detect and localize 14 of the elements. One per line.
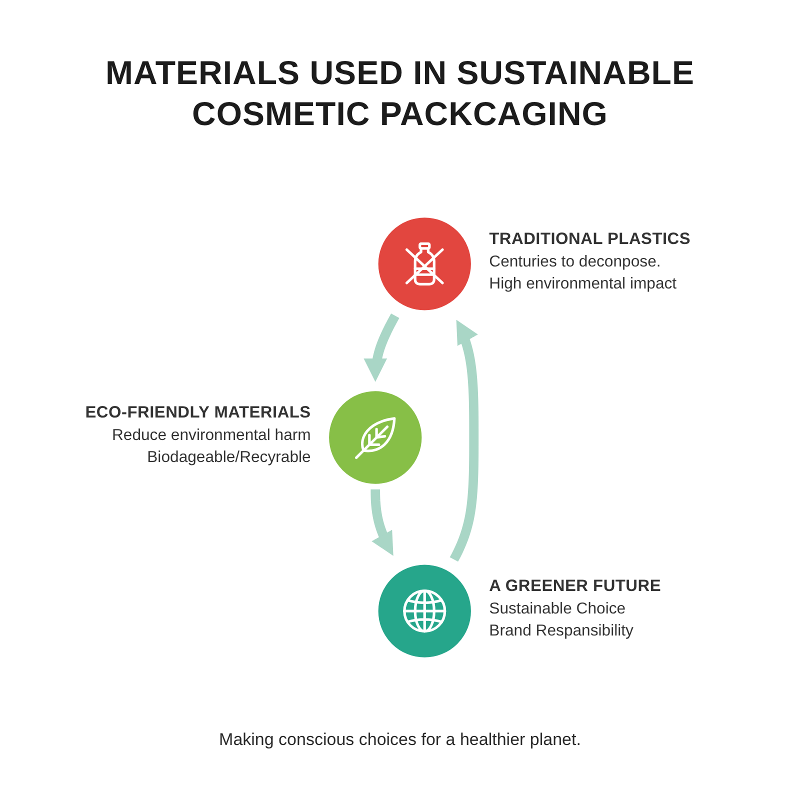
node-description: Biodageable/Recyrable [147, 448, 311, 466]
node-heading: ECO-FRIENDLY MATERIALS [85, 402, 311, 422]
caption: Making conscious choices for a healthier planet. [218, 730, 582, 750]
icon-circle [378, 564, 471, 658]
node-heading: A GREENER FUTURE [489, 576, 662, 595]
node-description: Reduce environmental harm [112, 426, 311, 444]
diagram-title: MATERIALS USED IN SUSTAINABLE COSMETIC PACKCAGING [104, 53, 696, 134]
icon-circle [329, 391, 422, 484]
node-description: Sustainable Choice [489, 599, 626, 617]
node-description: High environmental impact [489, 274, 677, 292]
node-heading: TRADITIONAL PLASTICS [489, 228, 691, 248]
node-description: Centuries to deconpose. [489, 252, 661, 270]
icon-circle [378, 218, 471, 310]
node-description: Brand Respansibility [489, 622, 634, 640]
